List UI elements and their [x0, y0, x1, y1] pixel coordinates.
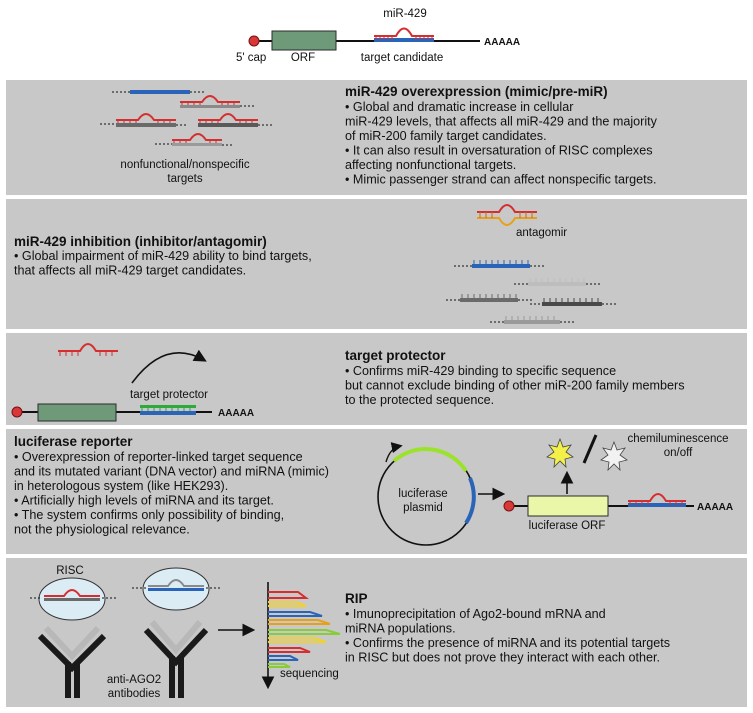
- overexpression-figure: nonfunctional/nonspecific targets: [100, 90, 272, 185]
- inhibition-text-line: that affects all miR-429 target candidat…: [14, 264, 246, 278]
- cap-icon: [11, 406, 23, 418]
- protector-text-line: but cannot exclude binding of other miR-…: [345, 379, 685, 393]
- polya-label: AAAAA: [484, 37, 520, 48]
- promoter-arrow: [385, 442, 403, 463]
- luciferase-text-line: • The system confirms only possibility o…: [14, 508, 284, 522]
- targets-label: targets: [167, 173, 202, 185]
- cap-icon: [503, 500, 515, 512]
- panel-inhibition: [6, 199, 747, 329]
- inhibition-figure: antagomir: [446, 204, 616, 324]
- luciferase-text-line: • Artificially high levels of miRNA and …: [14, 494, 274, 508]
- protector-orf-box: [37, 403, 117, 422]
- cap-icon: [248, 35, 260, 47]
- light-on-icon: [546, 437, 574, 469]
- rip-text-line: miRNA populations.: [345, 622, 456, 636]
- risc-label: RISC: [56, 565, 83, 577]
- panel-protector: [6, 333, 747, 425]
- target-candidate-label: target candidate: [361, 52, 443, 64]
- luciferase-orf-label: luciferase ORF: [529, 520, 606, 532]
- overexpression-text-line: • Mimic passenger strand can affect nons…: [345, 173, 656, 187]
- luciferase-title: luciferase reporter: [14, 434, 133, 449]
- polya-label: AAAAA: [218, 408, 254, 419]
- luciferase-label: luciferase: [398, 488, 447, 500]
- orf-box: [271, 30, 337, 51]
- nonfunctional-label: nonfunctional/nonspecific: [120, 159, 249, 171]
- protector-title: target protector: [345, 348, 446, 363]
- cap-label: 5' cap: [236, 52, 266, 64]
- antibodies-label: antibodies: [108, 688, 161, 700]
- free-mirna-icon: [58, 343, 118, 356]
- overexpression-text-line: • Global and dramatic increase in cellul…: [345, 100, 573, 114]
- light-off-icon: [600, 440, 628, 472]
- orf-label: ORF: [291, 52, 315, 64]
- plasmid-target-segment: [464, 477, 476, 525]
- luciferase-figure: luciferase plasmid luciferase ORF AAAAA …: [377, 433, 733, 546]
- luciferase-text-line: • Overexpression of reporter-linked targ…: [14, 450, 303, 464]
- overexpression-text-line: of miR-200 family target candidates.: [345, 129, 547, 143]
- overexpression-text-line: miR-429 levels, that affects all miR-429…: [345, 115, 658, 129]
- panel-overexpression: [6, 80, 747, 195]
- target-candidate-site: [374, 27, 434, 42]
- overexpression-title: miR-429 overexpression (mimic/pre-miR): [345, 84, 608, 99]
- on-off-label: on/off: [664, 447, 693, 459]
- slash-icon: [582, 434, 598, 464]
- panel-rip: [6, 558, 747, 707]
- rip-text-line: in RISC but does not prove they interact…: [345, 651, 660, 665]
- sequencing-label: sequencing: [280, 668, 339, 680]
- sequencing-traces: [268, 591, 341, 668]
- protector-text-line: to the protected sequence.: [345, 393, 494, 407]
- antibody-icon: [37, 625, 107, 698]
- luciferase-text-line: not the physiological relevance.: [14, 523, 190, 537]
- protector-arrow: [131, 349, 207, 384]
- overexpression-text-line: • It can also result in oversaturation o…: [345, 144, 653, 158]
- panel-texts: miR-429 overexpression (mimic/pre-miR)• …: [14, 84, 685, 665]
- luciferase-orf-box: [527, 495, 609, 517]
- protector-figure: target protector AAAAA: [11, 343, 254, 422]
- antibody-icon: [143, 620, 209, 698]
- protector-oligo: [140, 405, 196, 408]
- overexpression-text-line: affecting nonfunctional targets.: [345, 158, 516, 172]
- anti-ago2-label: anti-AGO2: [107, 674, 161, 686]
- luciferase-text-line: and its mutated variant (DNA vector) and…: [14, 465, 329, 479]
- protector-text-line: • Confirms miR-429 binding to specific s…: [345, 364, 616, 378]
- luciferase-target-site: [628, 493, 686, 507]
- luciferase-text-line: in heterologous system (like HEK293).: [14, 479, 228, 493]
- rip-title: RIP: [345, 591, 368, 606]
- rip-figure: RISC anti-AGO2 antibodies: [30, 565, 341, 700]
- plasmid-luc-segment: [392, 447, 468, 473]
- rip-text-line: • Confirms the presence of miRNA and its…: [345, 636, 670, 650]
- plasmid-label: plasmid: [403, 502, 443, 514]
- header-mrna: miR-429 5' cap ORF target candidate AAAA…: [236, 8, 520, 64]
- inhibition-text-line: • Global impairment of miR-429 ability t…: [14, 249, 312, 263]
- antagomir-icon: [477, 204, 537, 226]
- mirna-label: miR-429: [383, 8, 426, 20]
- chemiluminescence-label: chemiluminescence: [628, 433, 729, 445]
- rip-text-line: • Imunoprecipitation of Ago2-bound mRNA …: [345, 607, 606, 621]
- inhibition-title: miR-429 inhibition (inhibitor/antagomir): [14, 234, 267, 249]
- polya-label: AAAAA: [697, 502, 733, 513]
- target-protector-label: target protector: [130, 389, 208, 401]
- antagomir-label: antagomir: [516, 227, 567, 239]
